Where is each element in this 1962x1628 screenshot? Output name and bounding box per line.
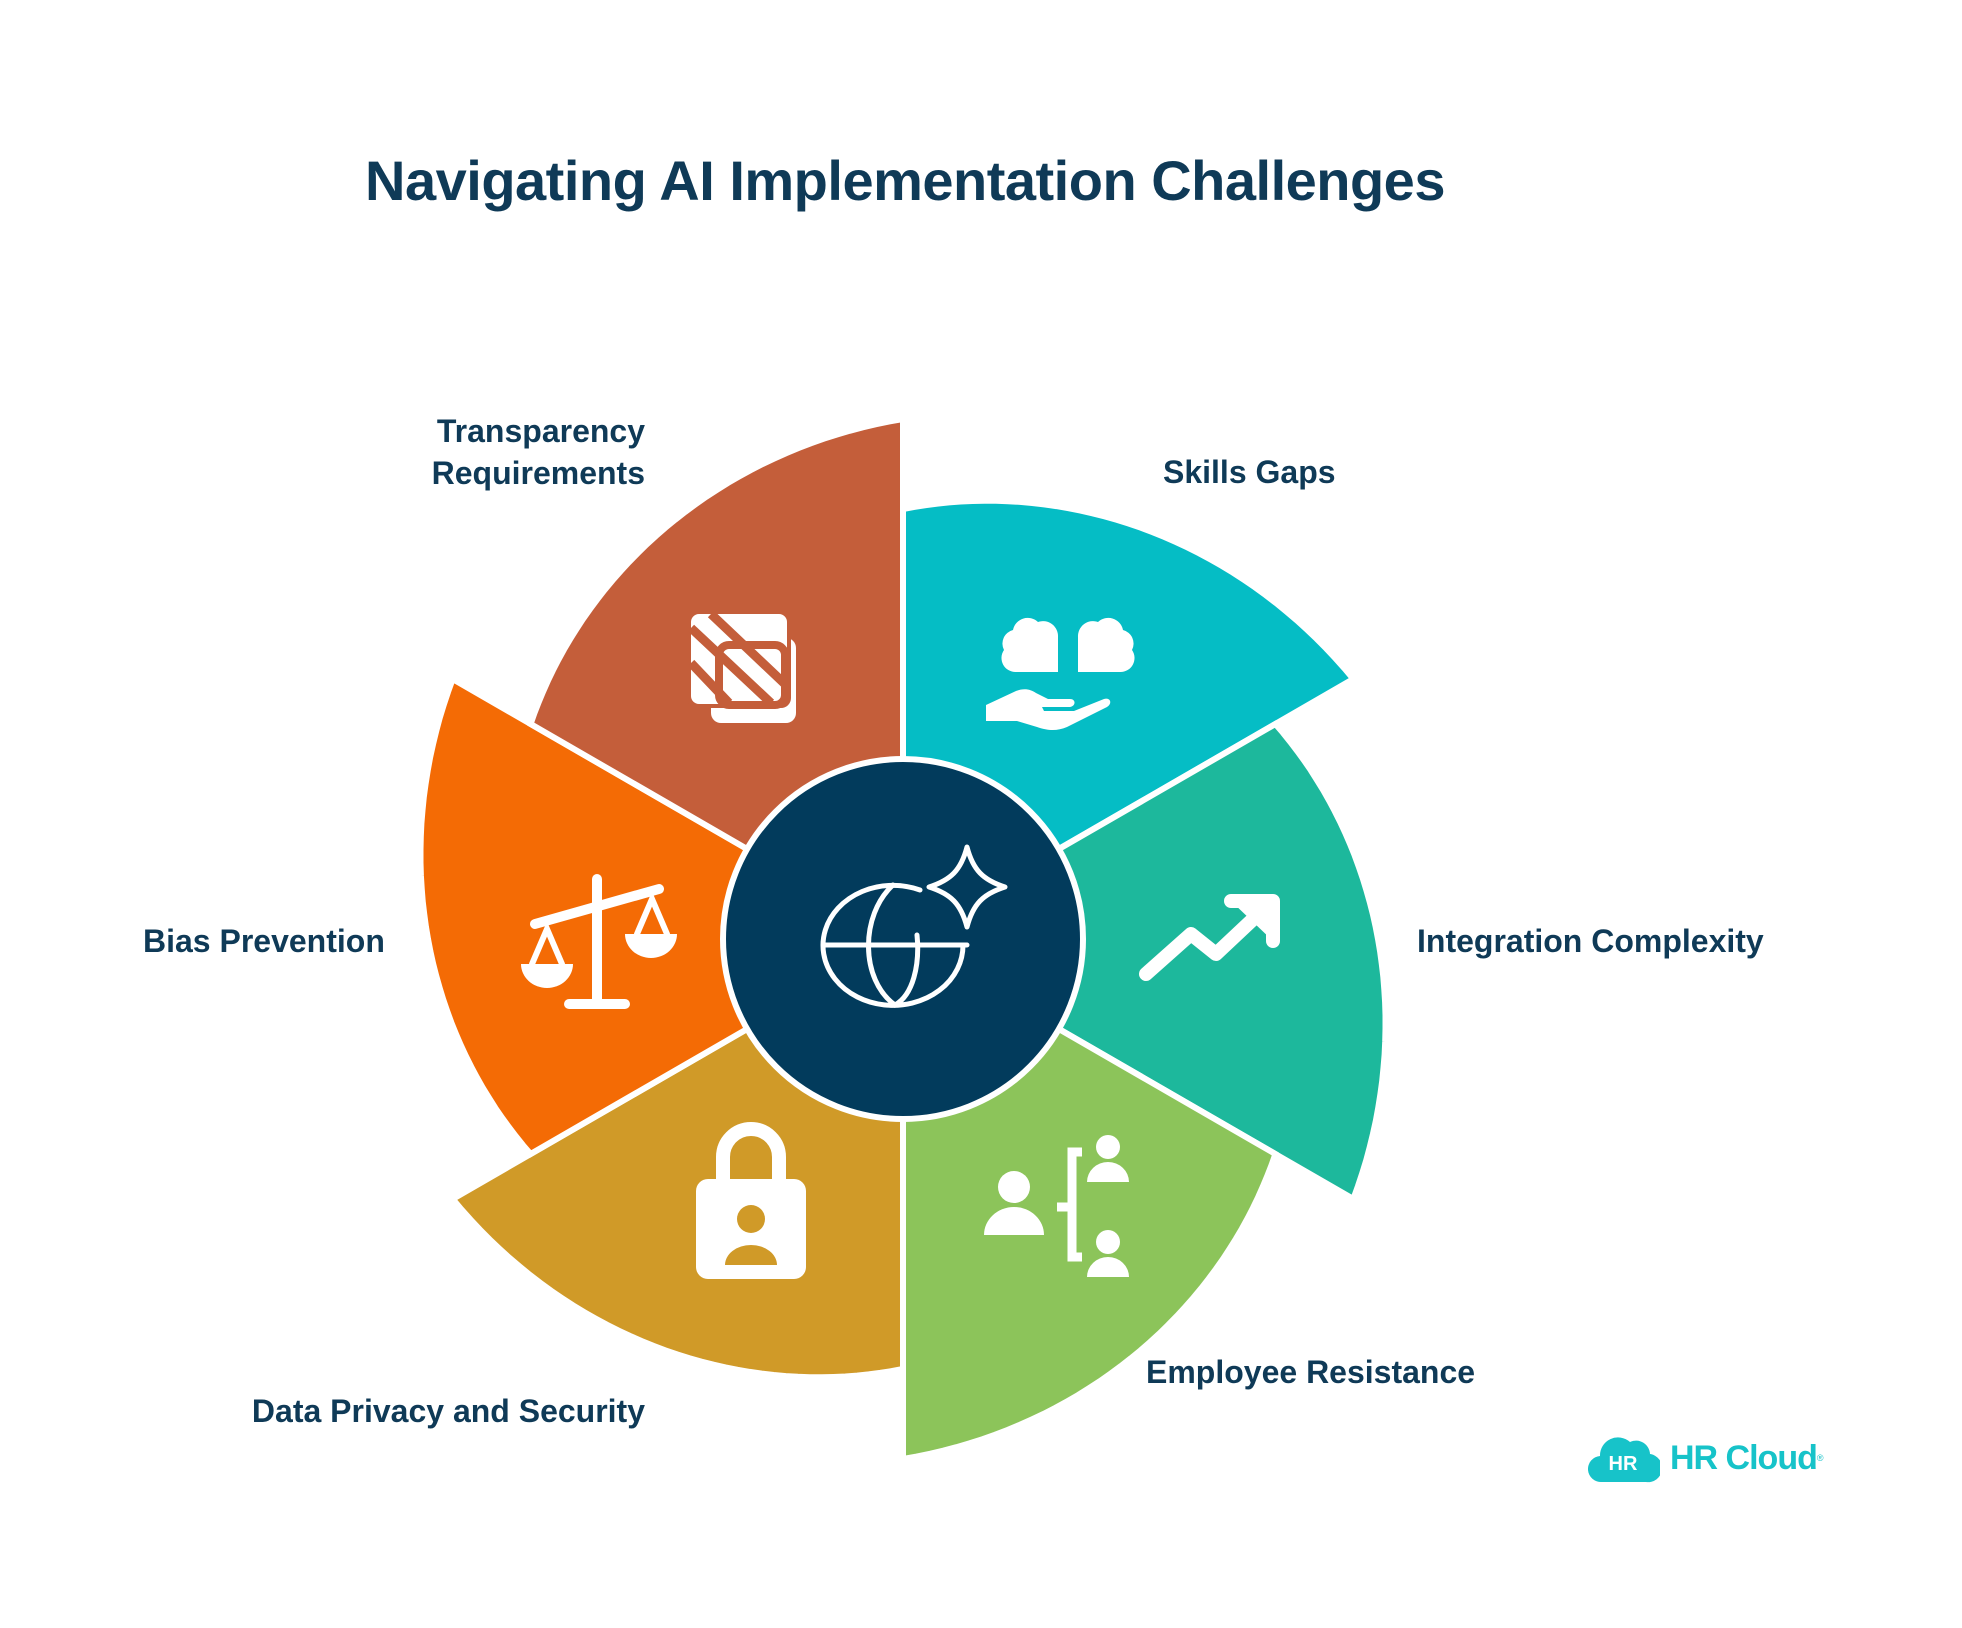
svg-text:HR: HR <box>1609 1453 1638 1475</box>
trend-arrow-icon <box>1139 894 1280 981</box>
sector-integration-complexity <box>897 720 1389 1204</box>
label-bias-prevention: Bias Prevention <box>143 923 385 959</box>
cloud-icon: HR <box>1588 1437 1660 1483</box>
center-circle <box>720 756 1086 1122</box>
label-line: Requirements <box>431 455 645 491</box>
label-skills-gaps: Skills Gaps <box>1163 454 1336 490</box>
brain-hand-icon <box>986 617 1135 730</box>
scales-icon <box>521 874 677 1009</box>
label-integration-complexity: Integration Complexity <box>1417 923 1764 959</box>
layers-icon <box>687 610 796 723</box>
page-title: Navigating AI Implementation Challenges <box>365 149 1445 212</box>
logo-registered: ® <box>1816 1453 1824 1463</box>
globe-sparkle-icon <box>820 844 1008 1008</box>
label-employee-resistance: Employee Resistance <box>1146 1354 1476 1390</box>
label-data-privacy-security: Data Privacy and Security <box>251 1393 645 1429</box>
label-line: Transparency <box>436 413 645 449</box>
hr-cloud-logo: HR HR Cloud ® <box>1588 1428 1824 1488</box>
label-transparency-requirements: Transparency Requirements <box>345 410 645 494</box>
people-network-icon <box>984 1135 1129 1277</box>
logo-name: HR Cloud <box>1670 1438 1818 1477</box>
lock-user-icon <box>696 1122 806 1279</box>
